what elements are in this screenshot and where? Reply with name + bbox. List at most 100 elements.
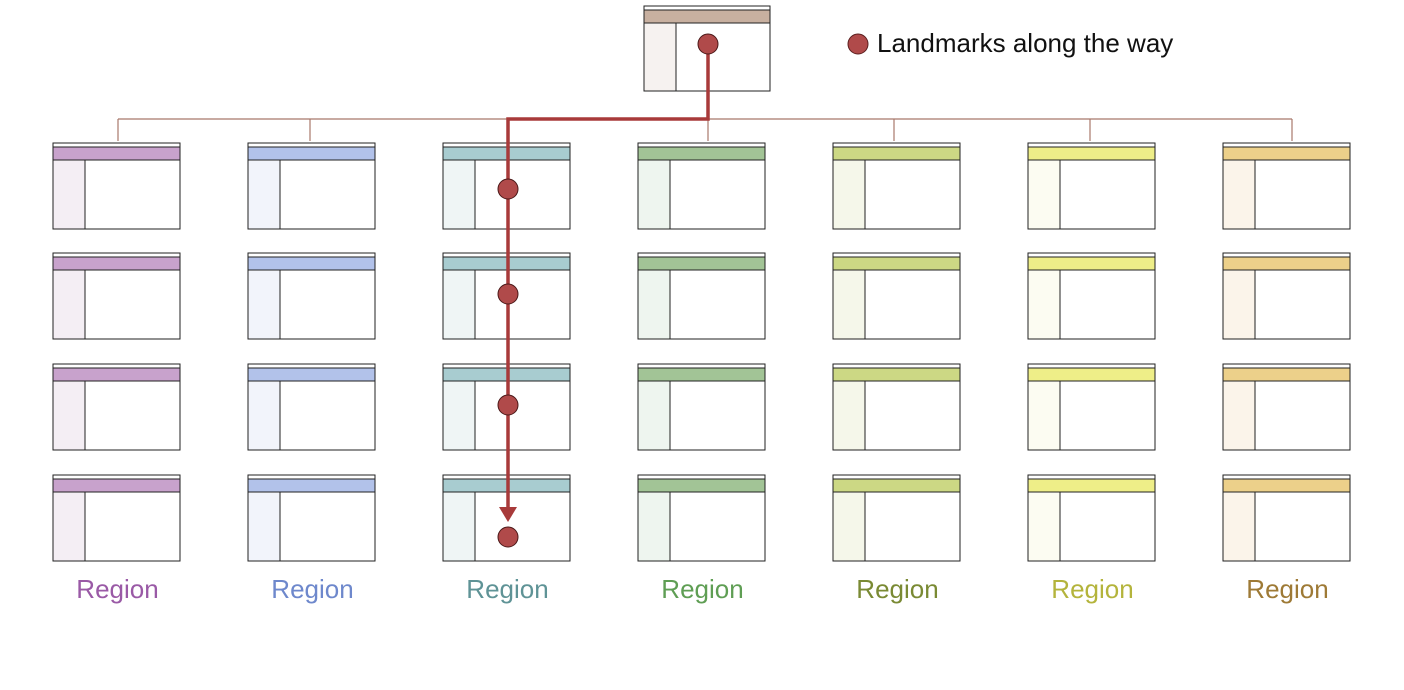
window-sidebar: [1222, 159, 1256, 230]
region-label: Region: [856, 574, 938, 604]
window-header-bar: [1222, 367, 1351, 382]
page-window: [637, 142, 766, 230]
window-header-bar: [637, 146, 766, 161]
window-sidebar: [442, 269, 476, 340]
window-sidebar: [1222, 491, 1256, 562]
page-window: [1222, 363, 1351, 451]
page-window: [247, 142, 376, 230]
window-sidebar: [637, 159, 671, 230]
window-sidebar: [832, 380, 866, 451]
window-header-bar: [247, 478, 376, 493]
region-column: Region: [637, 142, 766, 604]
page-window: [832, 474, 961, 562]
window-sidebar: [247, 269, 281, 340]
root-window-frame: [643, 5, 771, 92]
window-sidebar: [52, 159, 86, 230]
window-sidebar: [1027, 159, 1061, 230]
page-window: [1027, 252, 1156, 340]
page-window: [1222, 142, 1351, 230]
page-window: [832, 142, 961, 230]
page-window: [637, 363, 766, 451]
legend-label: Landmarks along the way: [877, 28, 1173, 58]
region-column: Region: [247, 142, 376, 604]
window-sidebar: [1027, 491, 1061, 562]
region-label: Region: [271, 574, 353, 604]
landmark-marker: [497, 394, 519, 416]
window-sidebar: [1222, 269, 1256, 340]
tree-connectors: [117, 91, 1293, 141]
window-header-bar: [1222, 146, 1351, 161]
window-header-bar: [1027, 146, 1156, 161]
page-window: [1027, 474, 1156, 562]
navigation-path: [497, 33, 719, 548]
region-label: Region: [1051, 574, 1133, 604]
page-window: [247, 363, 376, 451]
window-header-bar: [52, 256, 181, 271]
region-label: Region: [76, 574, 158, 604]
window-header-bar: [52, 367, 181, 382]
page-window: [832, 252, 961, 340]
window-sidebar: [832, 269, 866, 340]
page-window: [832, 363, 961, 451]
landmark-marker: [497, 526, 519, 548]
page-window: [52, 474, 181, 562]
root-page-window: [643, 5, 771, 92]
window-header-bar: [637, 478, 766, 493]
window-header-bar: [247, 256, 376, 271]
window-sidebar: [637, 269, 671, 340]
window-sidebar: [442, 491, 476, 562]
window-sidebar: [637, 491, 671, 562]
window-header-bar: [52, 146, 181, 161]
window-header-bar: [643, 9, 771, 24]
page-window: [637, 474, 766, 562]
landmark-legend-icon: [847, 33, 869, 55]
legend: Landmarks along the way: [847, 28, 1173, 58]
window-sidebar: [247, 159, 281, 230]
region-label: Region: [466, 574, 548, 604]
window-header-bar: [637, 256, 766, 271]
page-window: [1027, 142, 1156, 230]
window-sidebar: [1027, 269, 1061, 340]
region-label: Region: [1246, 574, 1328, 604]
window-header-bar: [832, 146, 961, 161]
path-arrowhead: [499, 507, 517, 522]
page-window: [637, 252, 766, 340]
window-sidebar: [52, 491, 86, 562]
window-header-bar: [1027, 256, 1156, 271]
region-label: Region: [661, 574, 743, 604]
window-header-bar: [1027, 367, 1156, 382]
landmark-marker: [497, 178, 519, 200]
window-sidebar: [643, 22, 677, 92]
window-header-bar: [1222, 256, 1351, 271]
window-sidebar: [52, 269, 86, 340]
window-sidebar: [1027, 380, 1061, 451]
window-sidebar: [832, 159, 866, 230]
region-column: Region: [1222, 142, 1351, 604]
page-window: [247, 474, 376, 562]
window-header-bar: [832, 256, 961, 271]
region-column: Region: [52, 142, 181, 604]
page-window: [52, 252, 181, 340]
page-window: [247, 252, 376, 340]
window-header-bar: [832, 478, 961, 493]
landmark-marker: [497, 283, 519, 305]
region-columns: Region Region Region Region Region Region Regi…: [52, 142, 1351, 604]
window-sidebar: [1222, 380, 1256, 451]
window-header-bar: [247, 367, 376, 382]
window-sidebar: [832, 491, 866, 562]
window-sidebar: [52, 380, 86, 451]
window-sidebar: [637, 380, 671, 451]
page-window: [52, 142, 181, 230]
path-line: [506, 44, 710, 508]
window-sidebar: [442, 159, 476, 230]
window-header-bar: [637, 367, 766, 382]
window-header-bar: [247, 146, 376, 161]
window-header-bar: [1222, 478, 1351, 493]
region-column: Region: [832, 142, 961, 604]
window-header-bar: [52, 478, 181, 493]
window-sidebar: [442, 380, 476, 451]
page-window: [52, 363, 181, 451]
landmark-marker: [697, 33, 719, 55]
window-sidebar: [247, 380, 281, 451]
